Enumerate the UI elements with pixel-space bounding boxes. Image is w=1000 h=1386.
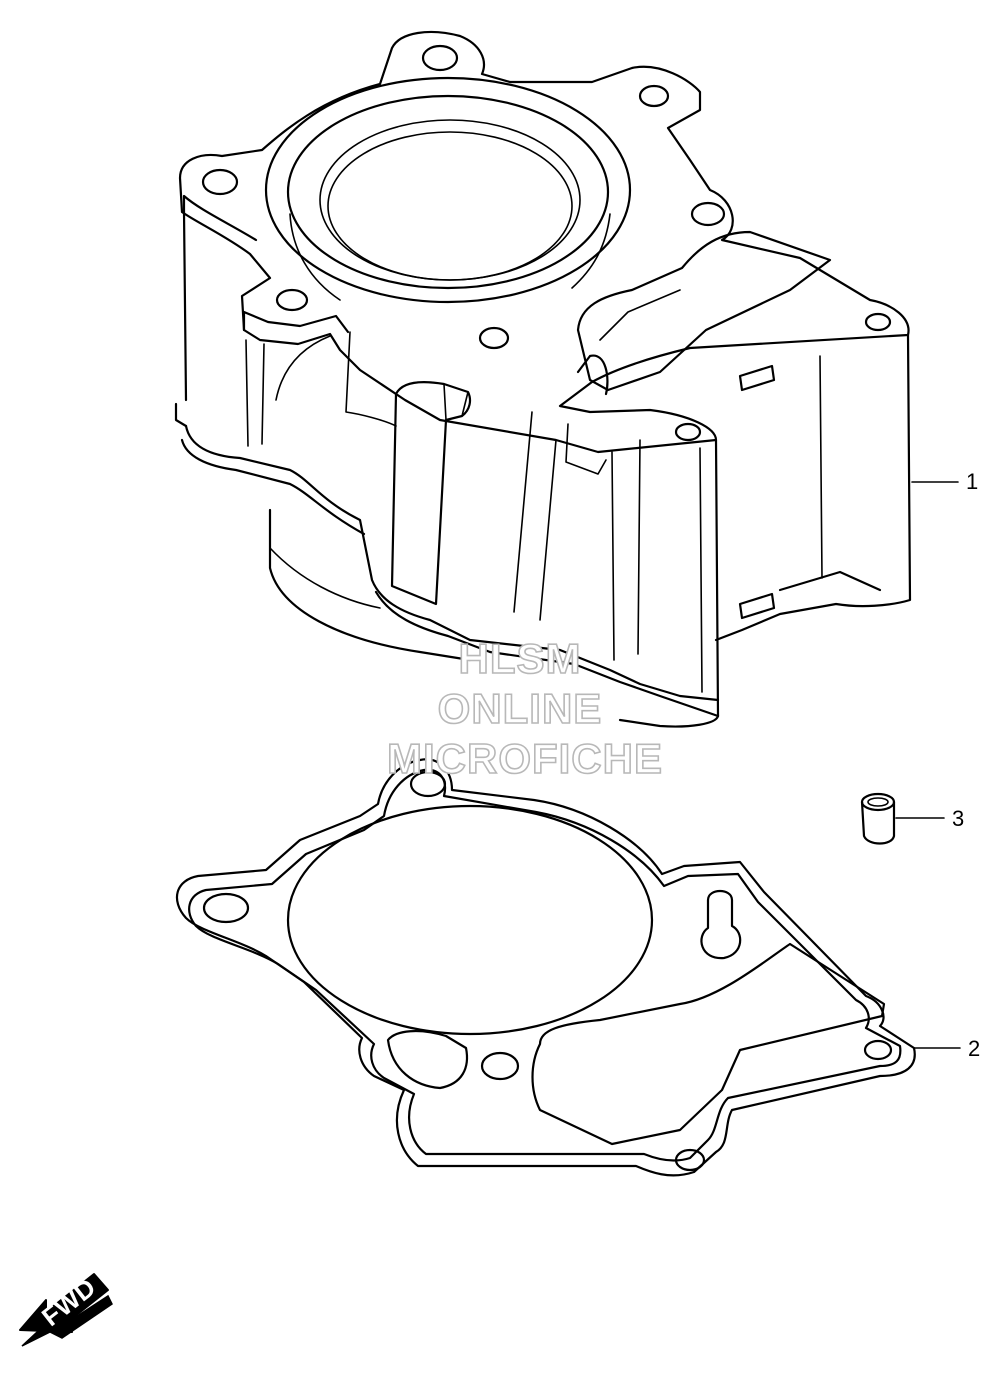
callout-label-2[interactable]: 2 (968, 1036, 981, 1061)
watermark-line-3: MICROFICHE (386, 735, 663, 783)
fwd-arrow-icon: FWD (19, 1272, 113, 1347)
cylinder-gasket-part[interactable] (176, 758, 916, 1177)
callout-label-3[interactable]: 3 (952, 806, 965, 831)
watermark-line-1: HLSM (458, 635, 582, 683)
watermark-line-2: ONLINE (437, 685, 603, 733)
callout-label-1[interactable]: 1 (966, 469, 979, 494)
dowel-pin-part[interactable] (860, 792, 896, 845)
cylinder-part[interactable] (174, 30, 912, 728)
